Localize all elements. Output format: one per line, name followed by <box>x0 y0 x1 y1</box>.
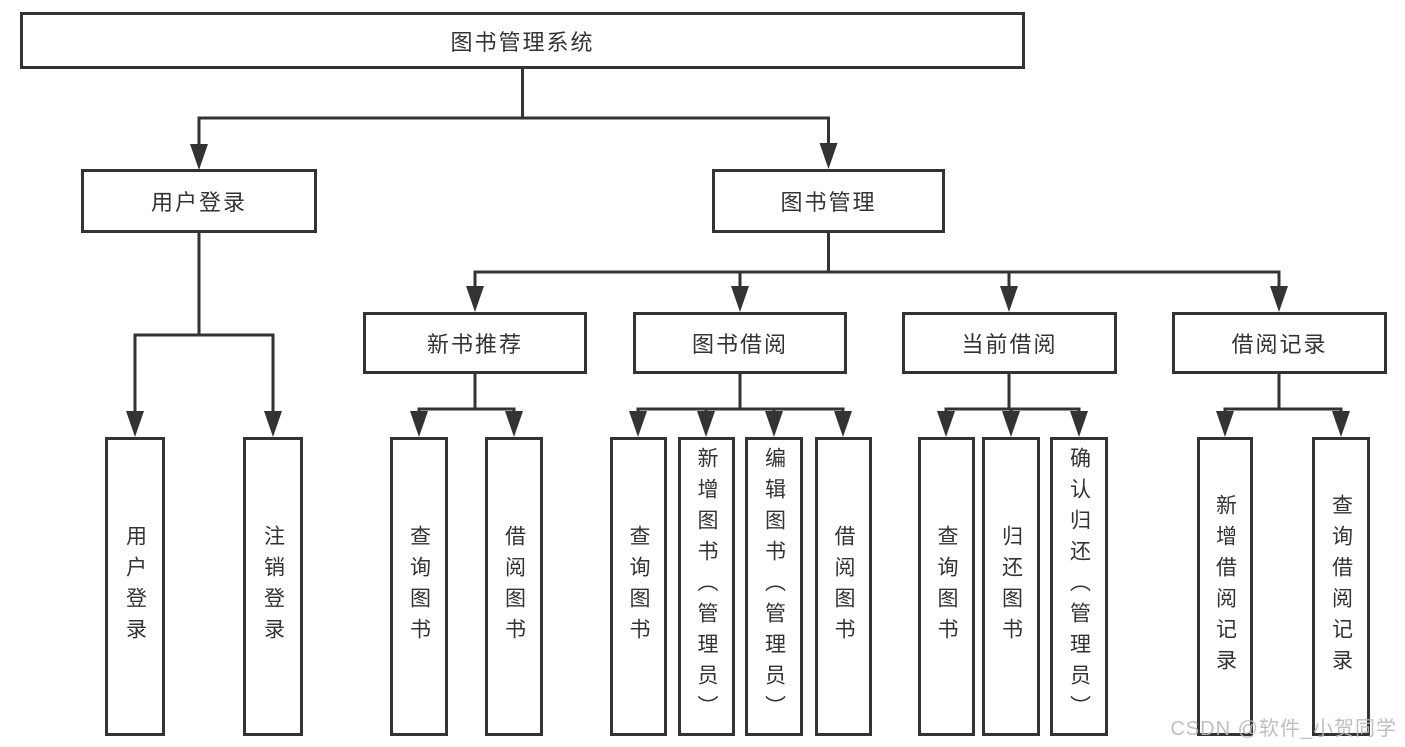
leaf-query-book-2-label: 查询图书 <box>627 524 650 649</box>
csdn-watermark: CSDN @软件_小贺同学 <box>1170 718 1397 740</box>
node-root-label: 图书管理系统 <box>450 29 595 55</box>
node-user-login-label: 用户登录 <box>150 190 247 215</box>
leaf-query-book-2: 查询图书 <box>610 437 667 736</box>
connector-borrow-record-to-children <box>1223 372 1343 414</box>
node-root-library-system: 图书管理系统 <box>20 12 1025 69</box>
arrowhead <box>765 411 783 437</box>
node-borrow-record: 借阅记录 <box>1172 312 1387 374</box>
leaf-query-book-3-label: 查询图书 <box>935 524 958 649</box>
leaf-borrow-book-2-label: 借阅图书 <box>832 524 855 649</box>
leaf-query-borrow-record-label: 查询借阅记录 <box>1329 493 1353 680</box>
node-book-management-label: 图书管理 <box>780 190 877 215</box>
arrowhead <box>410 411 428 437</box>
arrowhead <box>264 411 282 437</box>
arrowhead <box>937 411 955 437</box>
node-new-book-recommend-label: 新书推荐 <box>426 332 523 357</box>
arrowhead <box>1002 411 1020 437</box>
leaf-return-book: 归还图书 <box>982 437 1040 736</box>
leaf-query-borrow-record: 查询借阅记录 <box>1312 437 1370 736</box>
arrowhead <box>1216 411 1234 437</box>
leaf-add-book-admin-label: 新增图书（管理员） <box>695 447 718 726</box>
connector-book-borrow-to-children <box>636 372 845 414</box>
node-book-management: 图书管理 <box>712 169 945 233</box>
leaf-logout-label: 注销登录 <box>261 524 285 649</box>
arrowhead <box>629 411 647 437</box>
node-book-borrow-label: 图书借阅 <box>691 332 788 357</box>
connector-current-borrow-to-children <box>944 372 1081 414</box>
leaf-user-login-label: 用户登录 <box>123 524 147 649</box>
leaf-logout: 注销登录 <box>243 437 303 736</box>
arrowhead <box>1270 286 1288 312</box>
arrowhead <box>1332 411 1350 437</box>
arrowhead <box>190 144 208 170</box>
arrowhead <box>1000 286 1018 312</box>
leaf-add-borrow-record: 新增借阅记录 <box>1197 437 1253 736</box>
arrowhead <box>819 143 838 169</box>
arrowhead <box>834 411 852 437</box>
connector-user-login-to-children <box>133 231 275 415</box>
node-borrow-record-label: 借阅记录 <box>1231 332 1328 357</box>
leaf-query-book-1-label: 查询图书 <box>407 524 431 649</box>
leaf-borrow-book-1-label: 借阅图书 <box>502 524 526 649</box>
node-book-borrow: 图书借阅 <box>633 312 847 374</box>
leaf-query-book-3: 查询图书 <box>918 437 975 736</box>
arrowhead <box>1070 411 1088 437</box>
leaf-edit-book-admin: 编辑图书（管理员） <box>745 437 803 736</box>
node-current-borrow-label: 当前借阅 <box>961 332 1058 357</box>
node-current-borrow: 当前借阅 <box>902 312 1117 374</box>
arrowhead <box>466 286 484 312</box>
connector-root-to-level2 <box>197 67 830 148</box>
leaf-add-borrow-record-label: 新增借阅记录 <box>1213 493 1237 680</box>
connector-new-book-to-children <box>417 372 516 414</box>
leaf-user-login: 用户登录 <box>105 437 165 736</box>
leaf-add-book-admin: 新增图书（管理员） <box>678 437 735 736</box>
leaf-query-book-1: 查询图书 <box>390 437 448 736</box>
arrowhead <box>505 411 523 437</box>
arrowhead <box>731 286 749 312</box>
leaf-confirm-return-admin: 确认归还（管理员） <box>1050 437 1108 736</box>
node-new-book-recommend: 新书推荐 <box>363 312 587 374</box>
connector-book-management-to-level3 <box>473 231 1281 290</box>
arrowhead <box>697 411 715 437</box>
leaf-confirm-return-admin-label: 确认归还（管理员） <box>1067 447 1091 726</box>
leaf-borrow-book-2: 借阅图书 <box>815 437 872 736</box>
leaf-borrow-book-1: 借阅图书 <box>485 437 543 736</box>
leaf-edit-book-admin-label: 编辑图书（管理员） <box>762 447 786 726</box>
arrowhead <box>126 411 144 437</box>
node-user-login: 用户登录 <box>81 169 317 233</box>
leaf-return-book-label: 归还图书 <box>999 524 1023 649</box>
